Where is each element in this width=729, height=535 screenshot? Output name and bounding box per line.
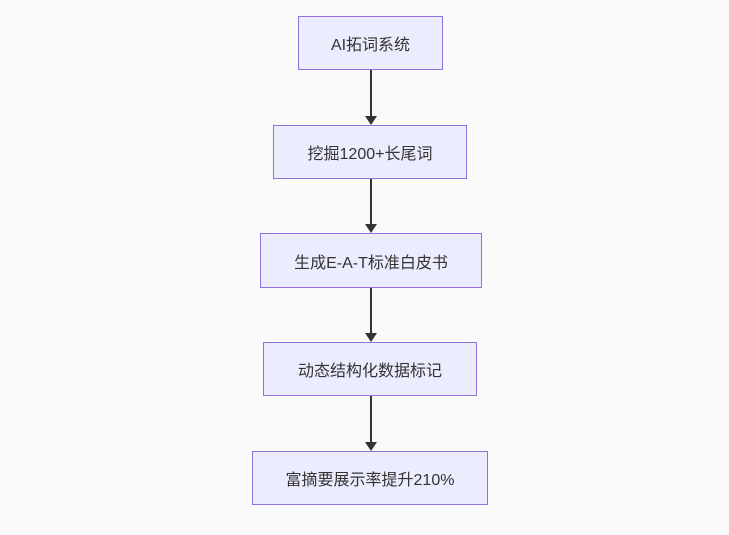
arrow-down-icon: [365, 179, 377, 233]
arrowhead-icon: [365, 224, 377, 233]
node-label: 富摘要展示率提升210%: [285, 472, 455, 489]
node-label: 生成E-A-T标准白皮书: [294, 254, 448, 272]
node-label: 挖掘1200+长尾词: [307, 146, 433, 163]
arrow-down-icon: [365, 288, 377, 342]
arrow-down-icon: [365, 70, 377, 125]
node-label: AI拓词系统: [330, 37, 411, 54]
arrowhead-icon: [365, 442, 377, 451]
flowchart-node-eat-whitepaper: 生成E-A-T标准白皮书: [260, 233, 482, 288]
arrow-shaft: [370, 70, 372, 116]
flowchart-node-rich-snippet-result: 富摘要展示率提升210%: [252, 451, 488, 505]
arrow-down-icon: [365, 396, 377, 451]
flowchart-node-ai-word-expansion: AI拓词系统: [298, 16, 443, 70]
arrowhead-icon: [365, 116, 377, 125]
arrow-shaft: [370, 396, 372, 442]
flowchart-node-longtail-mining: 挖掘1200+长尾词: [273, 125, 467, 179]
node-label: 动态结构化数据标记: [297, 363, 442, 380]
arrow-shaft: [370, 288, 372, 333]
flowchart-node-structured-data-markup: 动态结构化数据标记: [263, 342, 477, 396]
arrowhead-icon: [365, 333, 377, 342]
arrow-shaft: [370, 179, 372, 224]
